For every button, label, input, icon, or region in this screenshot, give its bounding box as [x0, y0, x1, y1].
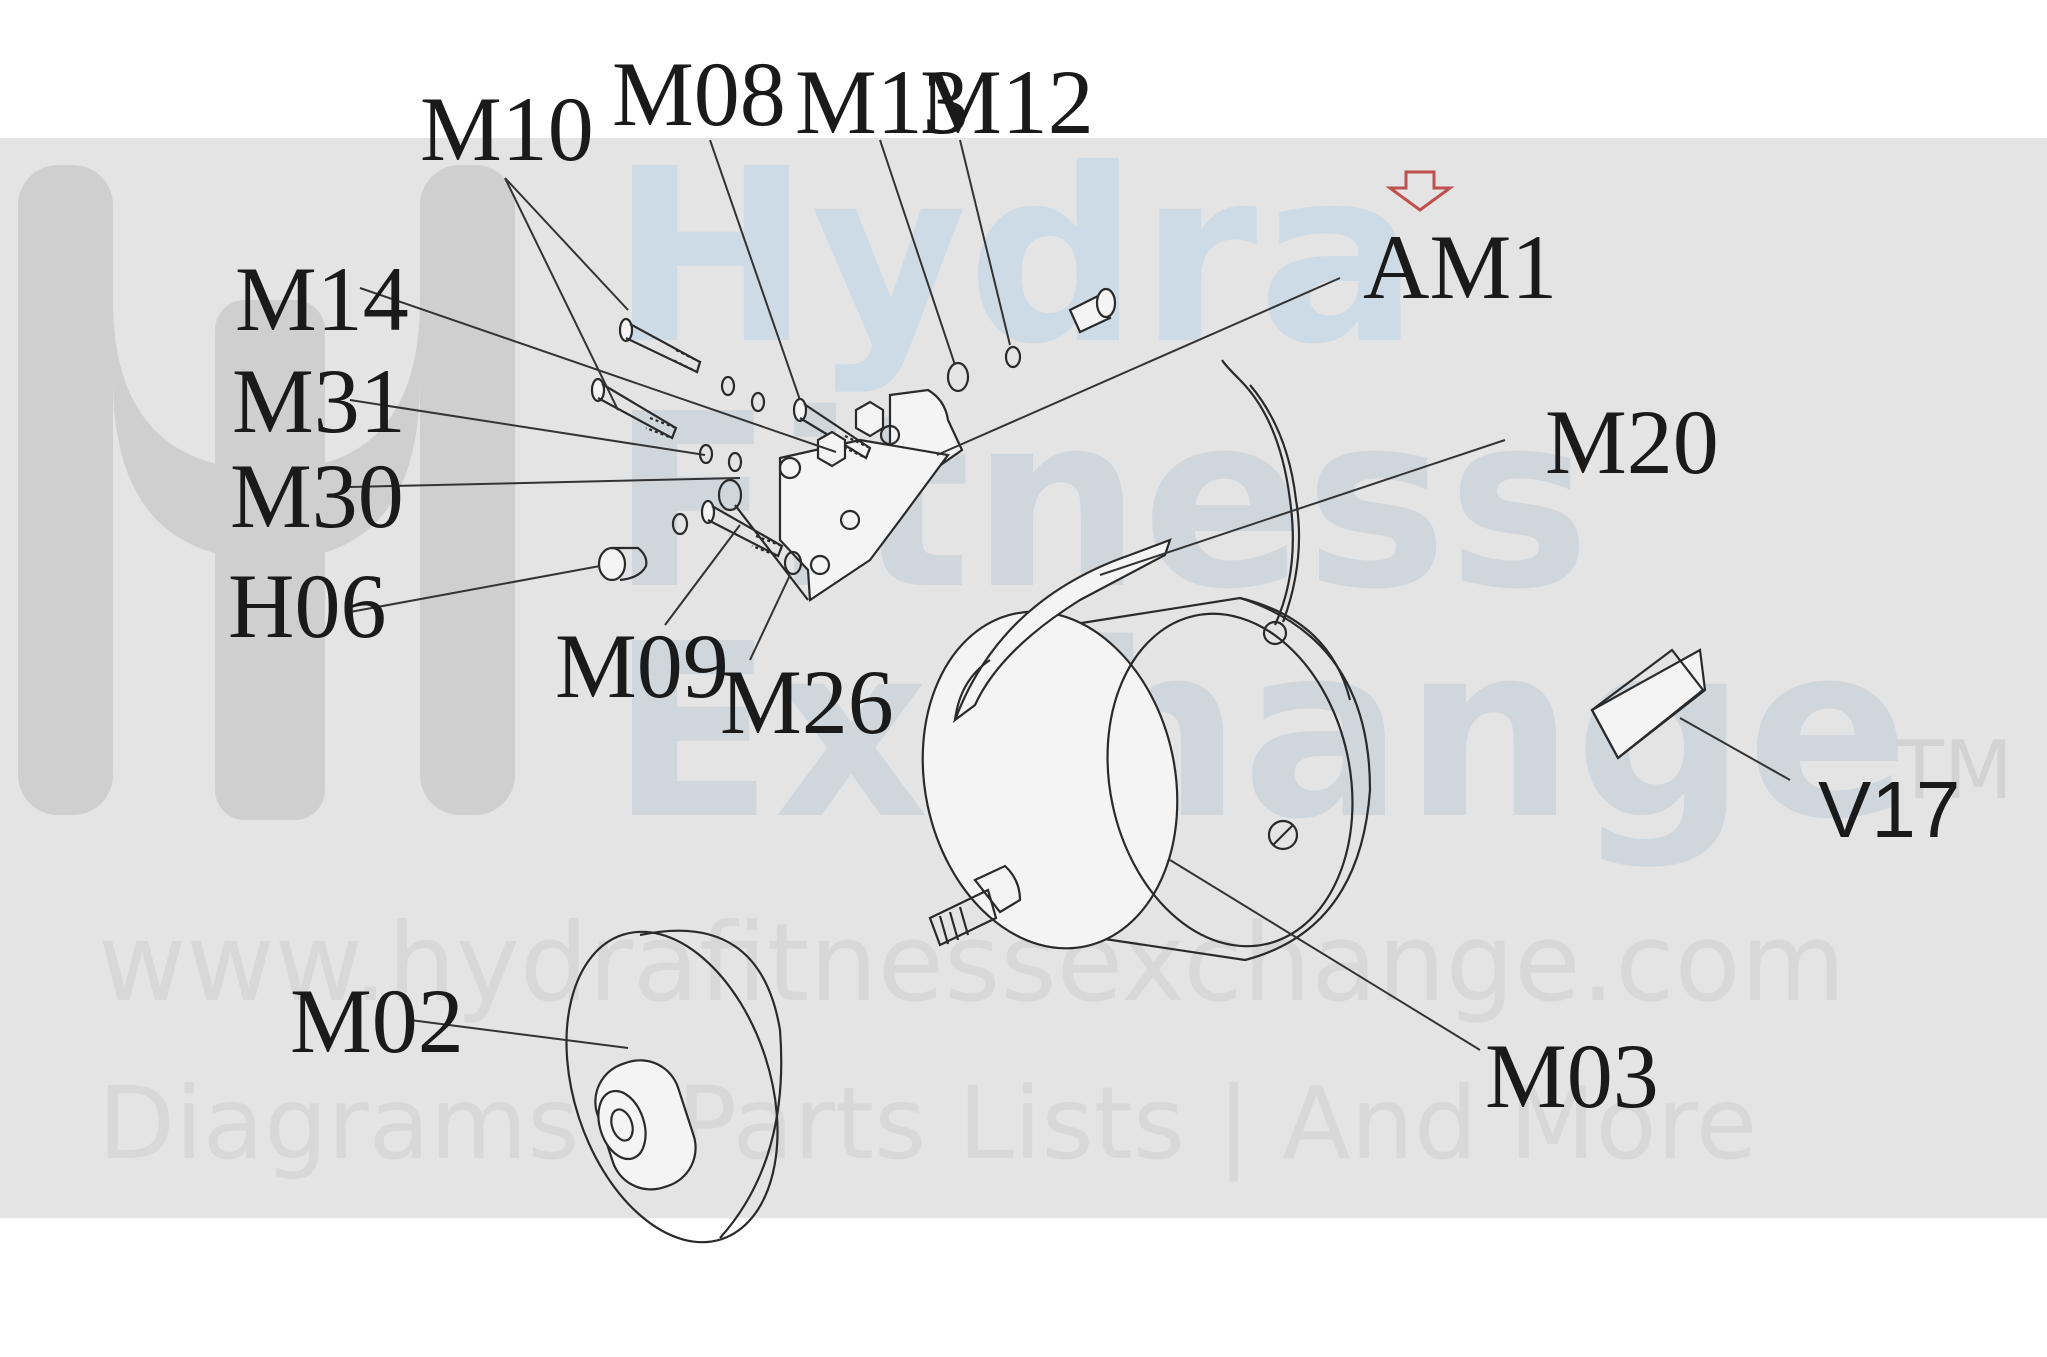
leader-m26	[749, 574, 791, 661]
label-m02: M02	[290, 970, 464, 1072]
washer-m26	[783, 550, 803, 576]
mounting-bracket	[734, 388, 964, 602]
leader-h06	[349, 565, 601, 613]
washer-m13	[946, 361, 970, 393]
leader-m20	[1099, 439, 1506, 576]
leader-am1	[936, 277, 1341, 456]
label-m13: M13	[795, 51, 969, 153]
nut-left	[816, 430, 847, 468]
leader-m31	[349, 399, 706, 456]
leader-m09	[664, 524, 741, 626]
bolt-m09	[700, 499, 784, 558]
watermark-logo-icon	[18, 165, 515, 820]
watermark-brand-line3: Exchange	[610, 592, 1909, 872]
label-m08: M08	[612, 43, 786, 145]
leader-m14	[359, 287, 837, 453]
label-m31: M31	[232, 350, 406, 452]
fastener-set	[590, 287, 1117, 582]
watermark-tagline: Diagrams | Parts Lists | And More	[98, 1065, 1757, 1182]
watermark: Hydra Fitness Exchange TM www.hydrafitne…	[0, 117, 2047, 1218]
nut-right	[854, 400, 885, 438]
washer-m30-large	[717, 478, 743, 512]
label-m26: M26	[720, 651, 894, 753]
leader-m02	[409, 1019, 629, 1049]
watermark-brand-line2: Fitness	[610, 362, 1590, 642]
label-m20: M20	[1545, 391, 1719, 493]
leader-m12	[959, 139, 1011, 346]
washer-m09	[671, 512, 689, 536]
label-m12: M12	[920, 51, 1094, 153]
part-labels: M10 M08 M13 M12 AM1 M14 M31 M30 H06 M20 …	[228, 43, 1960, 1127]
washer-m12	[1004, 345, 1022, 369]
bolt-m10-upper	[618, 317, 702, 374]
leader-m30	[349, 477, 741, 488]
washer-m30-small	[727, 451, 743, 473]
label-m14: M14	[235, 248, 409, 350]
watermark-url: www.hydrafitnessexchange.com	[98, 901, 1846, 1026]
leader-m13	[879, 139, 956, 366]
washer-m14-b	[750, 391, 766, 413]
label-h06: H06	[228, 555, 386, 657]
leader-m10-upper	[504, 177, 629, 311]
label-v17: V17	[1818, 765, 1960, 854]
motor-body	[921, 359, 1372, 962]
leader-m03	[1169, 859, 1481, 1051]
watermark-trademark: TM	[1894, 724, 2013, 817]
spacer-am1	[1068, 287, 1117, 334]
leader-lines	[349, 139, 1791, 1051]
bolt-m10-lower	[590, 377, 678, 440]
leader-v17	[1679, 717, 1791, 781]
label-m09: M09	[555, 615, 729, 717]
down-arrow-icon	[1385, 170, 1455, 212]
label-m10: M10	[420, 78, 594, 180]
leader-m08	[709, 139, 801, 401]
label-am1: AM1	[1363, 216, 1557, 318]
label-plate	[1590, 648, 1707, 760]
label-m30: M30	[230, 445, 404, 547]
screw-h06	[597, 546, 648, 582]
watermark-brand-line1: Hydra	[610, 117, 1419, 397]
label-m03: M03	[1485, 1025, 1659, 1127]
pulley	[565, 929, 783, 1244]
washer-m14-a	[720, 375, 736, 397]
